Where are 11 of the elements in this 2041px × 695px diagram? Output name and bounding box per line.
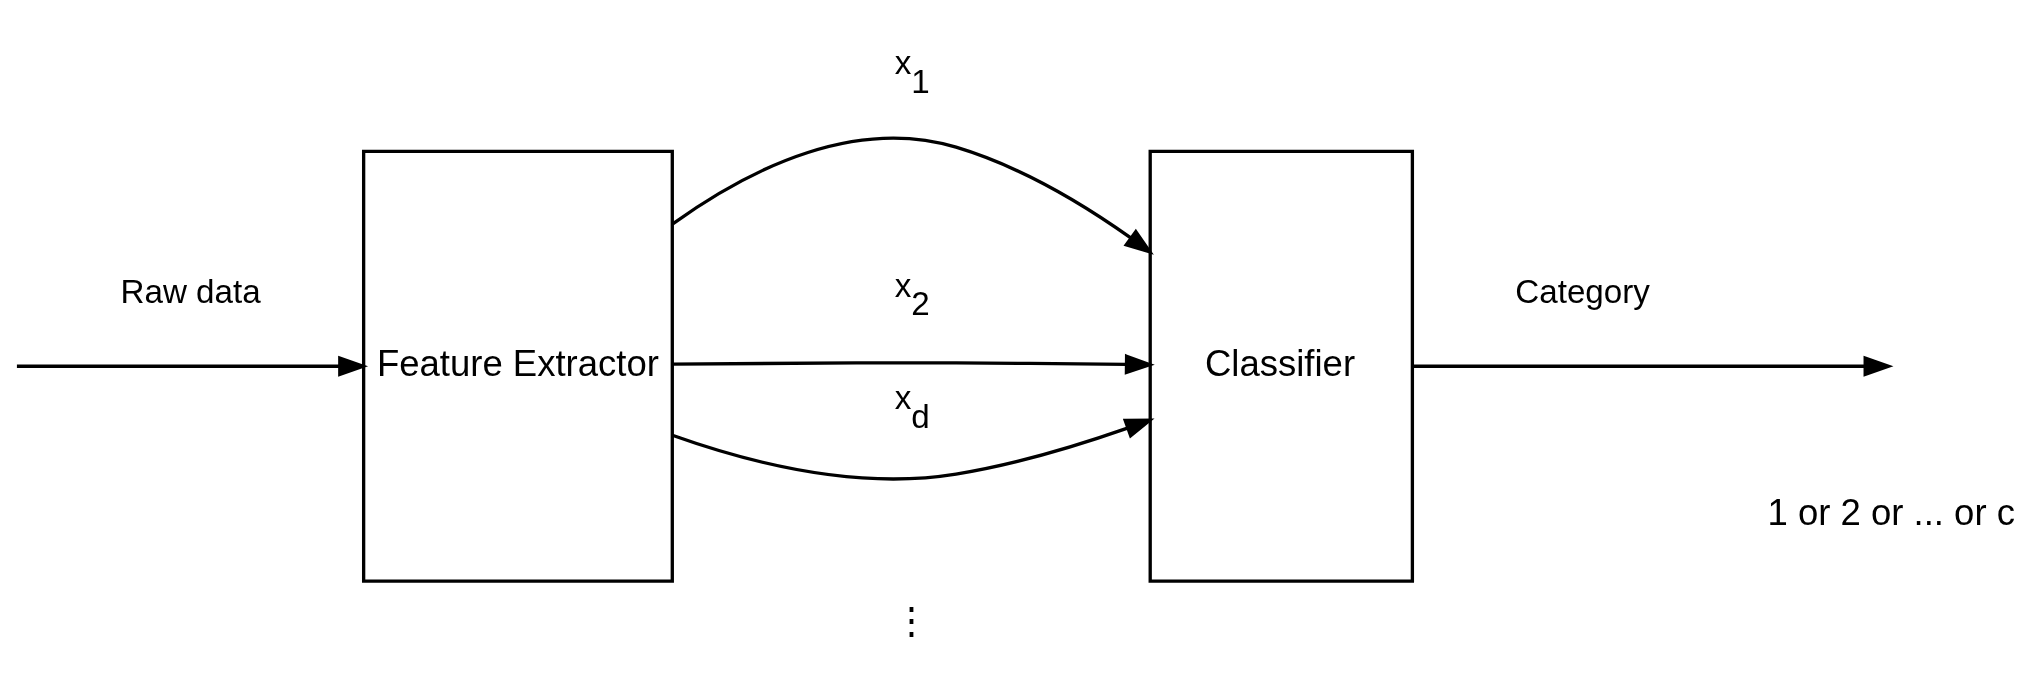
node-box: Classifier (1148, 149, 1414, 583)
edge-label: Category (1514, 272, 1650, 310)
label: 1 or 2 or ... or c (1767, 491, 2015, 533)
label: ⋮ (892, 599, 930, 641)
node-box: Feature Extractor (361, 149, 674, 583)
arrow (16, 355, 368, 377)
arrow (671, 417, 1155, 480)
edge-label: Raw data (120, 272, 261, 310)
arrow (1412, 355, 1893, 377)
arrow (672, 353, 1155, 375)
arrow (671, 136, 1154, 255)
